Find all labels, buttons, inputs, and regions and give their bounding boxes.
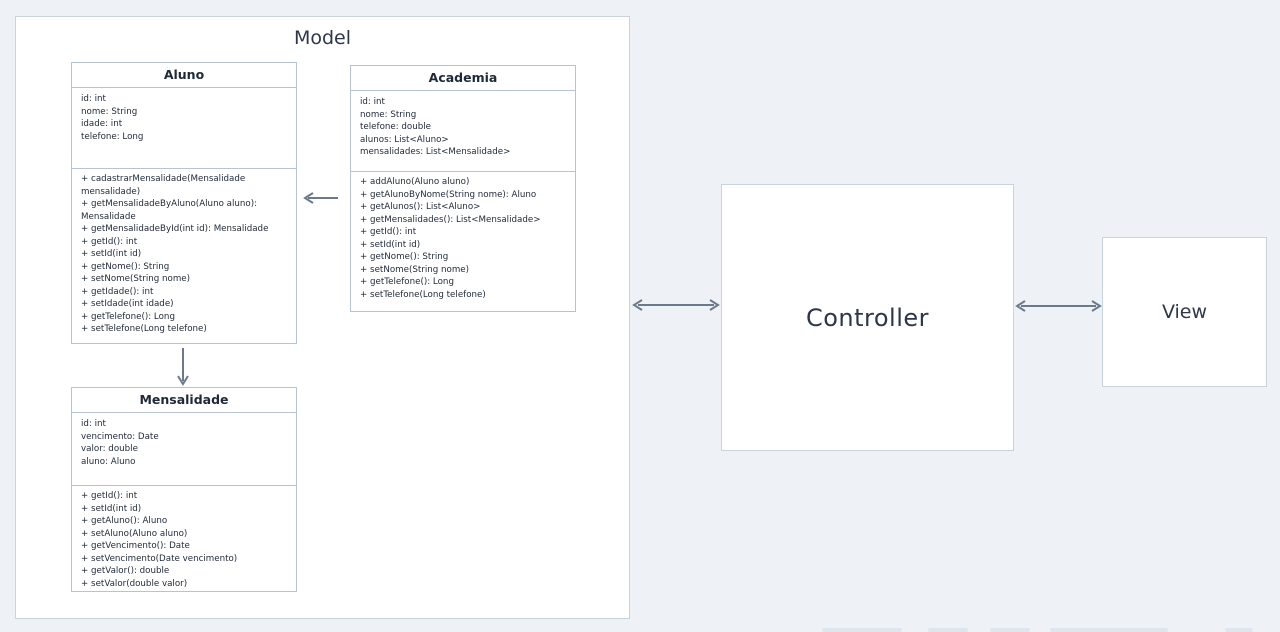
uml-attribute: valor: double (81, 444, 138, 454)
mensalidade-class-box[interactable]: Mensalidade id: int vencimento: Date valor… (71, 387, 297, 592)
academia-class-name: Academia (351, 66, 575, 91)
aluno-methods: + cadastrarMensalidade(Mensalidade mensa… (72, 169, 296, 336)
bottom-toolbar-strip (1225, 628, 1253, 632)
uml-method: + cadastrarMensalidade(Mensalidade mensa… (81, 174, 246, 197)
mensalidade-class-name: Mensalidade (72, 388, 296, 413)
arrow-aluno-to-mensalidade (177, 348, 189, 386)
aluno-attributes: id: int nome: String idade: int telefone: L… (72, 88, 296, 169)
uml-method: + setValor(double valor) (81, 578, 188, 589)
uml-method: + setTelefone(Long telefone) (81, 324, 207, 334)
arrow-model-controller (632, 299, 720, 311)
uml-attribute: alunos: List<Aluno> (360, 134, 449, 145)
bottom-toolbar-strip (1050, 628, 1168, 632)
uml-attribute: id: int (81, 94, 106, 104)
uml-method: + setId(int id) (81, 503, 142, 514)
arrow-academia-to-aluno (303, 192, 338, 204)
uml-method: + getAlunoByNome(String nome): Aluno (360, 189, 537, 200)
uml-method: + getNome(): String (360, 252, 449, 262)
uml-attribute: id: int (81, 419, 106, 429)
bottom-toolbar-strip (822, 628, 902, 632)
uml-attribute: vencimento: Date (81, 431, 159, 442)
uml-method: + getVencimento(): Date (81, 541, 190, 551)
uml-method: + setAluno(Aluno aluno) (81, 528, 188, 539)
uml-method: + getValor(): double (81, 566, 170, 576)
uml-method: + getAlunos(): List<Aluno> (360, 202, 481, 212)
uml-method: + getAluno(): Aluno (81, 516, 168, 526)
model-title: Model (293, 27, 352, 49)
uml-attribute: aluno: Aluno (81, 456, 136, 467)
uml-method: + getTelefone(): Long (360, 277, 454, 287)
academia-class-box[interactable]: Academia id: int nome: String telefone: do… (350, 65, 576, 312)
bottom-toolbar-strip (928, 628, 968, 632)
uml-method: + setNome(String nome) (81, 274, 191, 284)
uml-method: + setIdade(int idade) (81, 299, 174, 309)
uml-method: + setTelefone(Long telefone) (360, 289, 486, 300)
view-box[interactable]: View (1102, 237, 1267, 387)
bottom-toolbar-strip (990, 628, 1030, 632)
uml-method: + addAluno(Aluno aluno) (360, 177, 470, 187)
uml-method: + getMensalidadeById(int id): Mensalidad… (81, 224, 269, 234)
academia-attributes: id: int nome: String telefone: double aluno… (351, 91, 575, 172)
uml-attribute: nome: String (81, 106, 138, 117)
aluno-class-name: Aluno (72, 63, 296, 88)
mensalidade-methods: + getId(): int + setId(int id) + getAluno(… (72, 486, 296, 590)
uml-attribute: id: int (360, 97, 385, 107)
arrow-controller-view (1015, 300, 1102, 312)
aluno-class-box[interactable]: Aluno id: int nome: String idade: int telef… (71, 62, 297, 344)
uml-method: + getId(): int (81, 236, 138, 247)
uml-attribute: idade: int (81, 119, 123, 129)
uml-attribute: telefone: double (360, 122, 432, 132)
uml-method: + getTelefone(): Long (81, 311, 175, 322)
uml-method: + getId(): int (360, 227, 417, 237)
uml-method: + setId(int id) (81, 249, 142, 259)
uml-method: + getMensalidadeByAluno(Aluno aluno): Me… (81, 199, 258, 222)
uml-method: + getMensalidades(): List<Mensalidade> (360, 214, 541, 225)
uml-attribute: nome: String (360, 109, 417, 120)
controller-box[interactable]: Controller (721, 184, 1014, 451)
controller-label: Controller (805, 303, 930, 332)
mensalidade-attributes: id: int vencimento: Date valor: double alun… (72, 413, 296, 486)
uml-attribute: mensalidades: List<Mensalidade> (360, 147, 511, 157)
academia-methods: + addAluno(Aluno aluno) + getAlunoByNome(… (351, 172, 575, 301)
uml-method: + getId(): int (81, 491, 138, 501)
uml-method: + setId(int id) (360, 239, 421, 250)
uml-method: + getIdade(): int (81, 286, 154, 297)
view-label: View (1161, 301, 1208, 323)
uml-method: + setVencimento(Date vencimento) (81, 553, 238, 564)
uml-method: + setNome(String nome) (360, 264, 470, 275)
uml-attribute: telefone: Long (81, 131, 144, 142)
uml-method: + getNome(): String (81, 261, 170, 272)
